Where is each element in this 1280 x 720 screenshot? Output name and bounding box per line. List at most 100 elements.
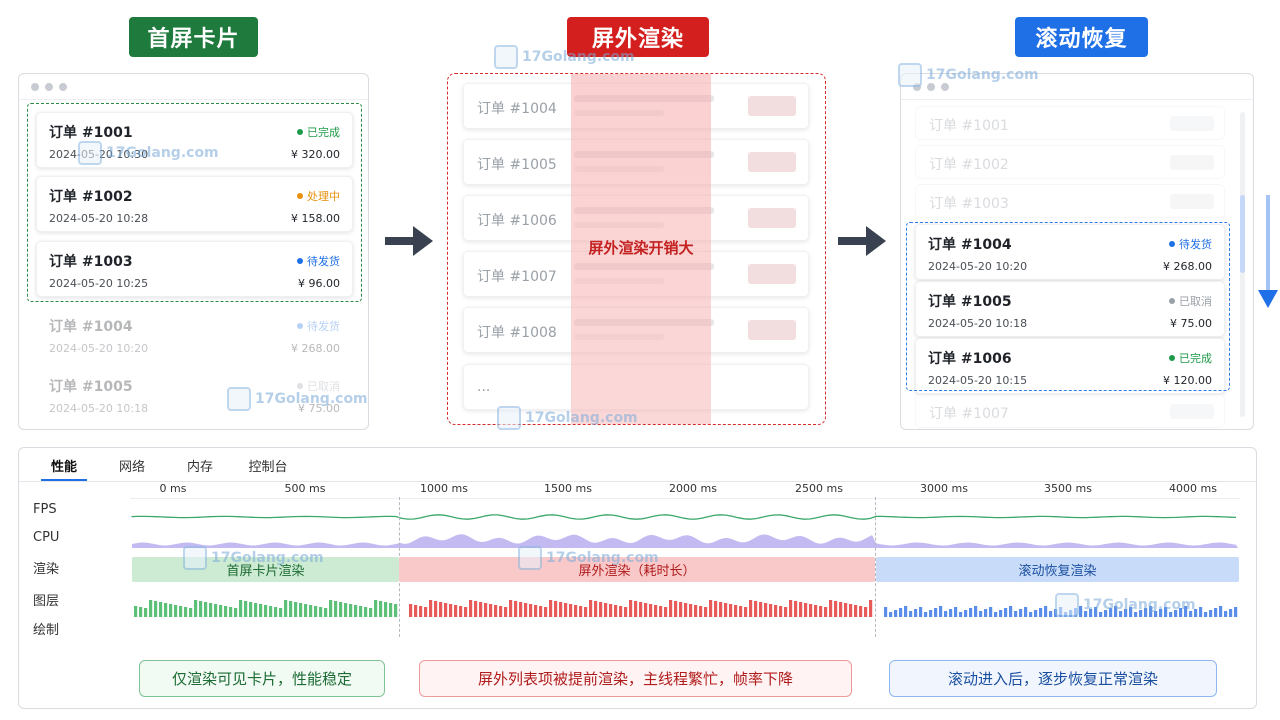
layer-bar [694,605,698,617]
layer-bar [709,600,713,617]
layer-bar [1044,606,1048,617]
visible-area-highlight [906,222,1230,391]
layer-bar [829,600,833,617]
track-label: FPS [33,502,57,517]
layer-bar [1009,606,1013,617]
layer-bar [1149,606,1153,617]
layer-bar [699,606,703,617]
layer-bar [599,602,603,617]
layer-bar [1144,608,1148,617]
layer-bar [474,601,478,617]
skeleton-button [748,320,796,340]
layer-bar [984,609,988,617]
watermark-text: 17Golang.com [546,550,659,566]
layer-bar [784,607,788,617]
layer-bar [1184,606,1188,617]
status-text: 待发货 [307,320,340,333]
title-offscreen-render: 屏外渲染 [567,17,709,57]
window-dot [927,82,935,91]
layer-bar [504,607,508,617]
order-time: 2024-05-20 10:18 [49,402,149,415]
layer-bar [594,601,598,617]
watermark-logo: 17Golang.com [494,45,635,69]
tab-memory[interactable]: 内存 [186,460,213,475]
layer-bar [704,607,708,617]
layer-bar [484,603,488,617]
layer-bar [909,611,913,617]
layer-bar [959,612,963,617]
layer-bar [844,603,848,617]
layer-bar [249,602,253,617]
layer-bar [779,606,783,617]
layer-bar [624,607,628,617]
layer-bar [1114,606,1118,617]
layer-bar [969,608,973,617]
layer-bar [429,600,433,617]
layer-bar [309,605,313,617]
tab-console[interactable]: 控制台 [248,460,288,475]
status-dot-icon [297,193,303,199]
phase-first-screen-render: 首屏卡片渲染 [132,557,399,582]
layer-bar [1104,610,1108,617]
layer-bar [374,600,378,617]
watermark-text: 17Golang.com [106,145,219,161]
order-number: 订单 #1003 [49,254,133,270]
watermark-text: 17Golang.com [522,49,635,65]
layer-bar [514,601,518,617]
watermark-logo: 17Golang.com [183,546,324,570]
window-dot [59,82,67,91]
layer-bar [1199,607,1203,617]
order-number: 订单 #1005 [49,379,133,395]
layer-bar [1169,612,1173,617]
order-amount: ¥ 268.00 [1163,260,1212,273]
tab-performance[interactable]: 性能 [41,448,87,481]
layer-bar [519,602,523,617]
devtools-tabs: 性能 网络 内存 控制台 [19,448,291,481]
layer-bar [834,601,838,617]
tab-network[interactable]: 网络 [118,460,145,475]
status-badge: 待发货 [297,318,340,334]
order-time: 2024-05-20 10:20 [928,260,1028,273]
layer-bar [849,604,853,617]
layer-bar [794,601,798,617]
layer-bar [444,603,448,617]
scrollbar-thumb[interactable] [1240,195,1245,273]
order-number: 订单 #1004 [49,319,133,335]
layer-bar [364,607,368,617]
list-item-label: 订单 #1001 [929,118,1009,134]
watermark-icon [1055,593,1079,617]
layer-bar [1209,610,1213,617]
order-time: 2024-05-20 10:25 [49,277,149,290]
time-tick-label: 0 ms [159,482,187,495]
watermark-icon [497,406,521,430]
layer-bar [259,604,263,617]
watermark-text: 17Golang.com [525,410,638,426]
summary-scroll-restore: 滚动进入后，逐步恢复正常渲染 [889,660,1217,697]
skeleton-bar [1170,194,1214,209]
status-dot-icon [297,129,303,135]
layer-bar [564,603,568,617]
order-number: 订单 #1002 [49,189,133,205]
layer-bar [1164,607,1168,617]
layer-bar [354,605,358,617]
layer-bar [669,600,673,617]
layer-bar [299,603,303,617]
layer-bar [1174,610,1178,617]
layer-bar [1079,606,1083,617]
summary-first-screen: 仅渲染可见卡片，性能稳定 [139,660,385,697]
layer-bar [934,608,938,617]
layer-bar [194,600,198,617]
cpu-area [132,534,1238,548]
status-badge: 已取消 [1169,293,1212,309]
layer-bar [1004,608,1008,617]
layer-bar [924,612,928,617]
layer-bar [919,607,923,617]
list-item-label: 订单 #1006 [477,213,557,229]
